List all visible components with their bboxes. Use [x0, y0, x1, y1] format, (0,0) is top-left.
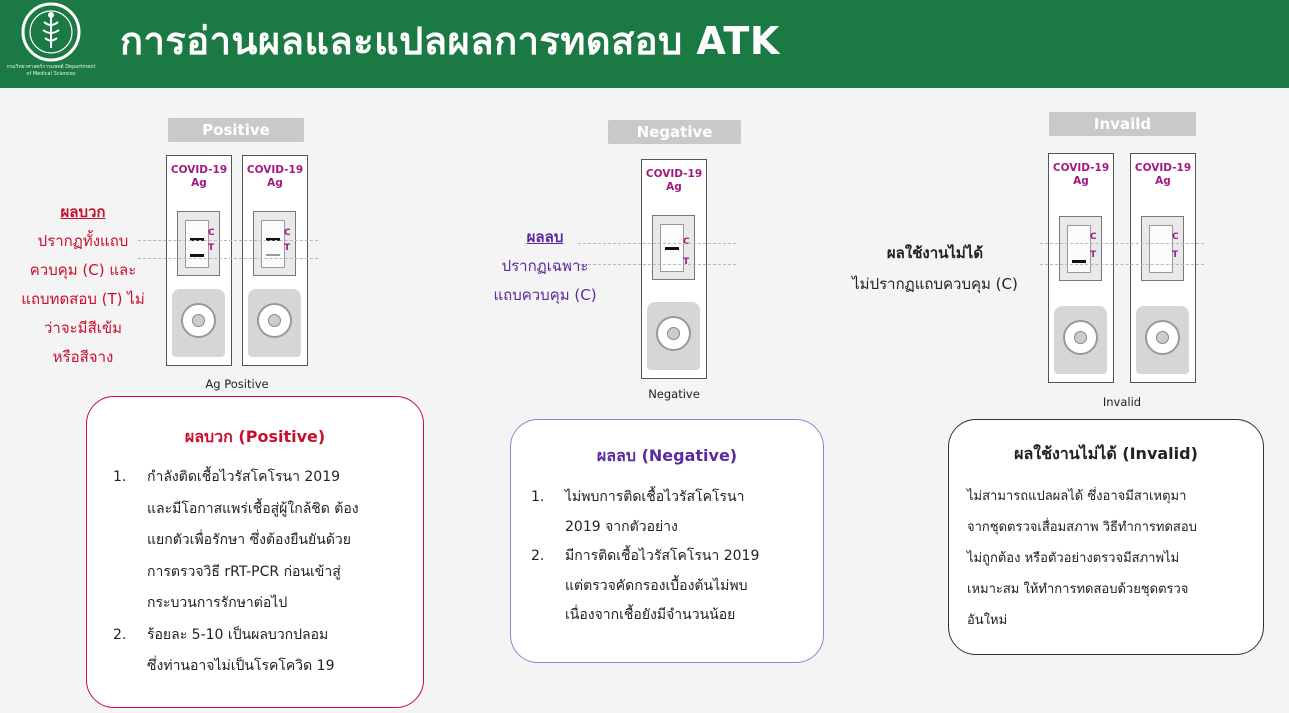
control-band: [665, 247, 679, 250]
side-line: หรือสีจาง: [52, 348, 114, 366]
side-line: ไม่ปรากฏแถบควบคุม (C): [852, 275, 1018, 293]
negative-box-title: ผลลบ (Negative): [596, 446, 738, 465]
list-item: 1. ไม่พบการติดเชื้อไวรัสโคโรนา 2019 จากต…: [531, 489, 745, 535]
side-line: ปรากฏทั้งแถบ: [37, 232, 129, 250]
test-window: C T: [177, 211, 220, 276]
invalid-box-title: ผลใช้งานไม่ได้ (Invalid): [1014, 444, 1198, 463]
t-guide-line: [1040, 264, 1204, 265]
c-guide-line: [138, 240, 318, 241]
logo-caption: กรมวิทยาศาสตร์การแพทย์ Department of Med…: [6, 64, 96, 77]
negative-caption: Negative: [648, 387, 700, 401]
sample-well: [647, 302, 700, 370]
sample-well: [1054, 306, 1107, 374]
invalid-pill: Invaild: [1049, 112, 1196, 136]
side-line: แถบควบคุม (C): [493, 286, 597, 304]
t-marker: T: [683, 257, 690, 267]
c-marker: C: [1090, 232, 1097, 242]
control-band: [266, 238, 280, 241]
t-guide-line: [138, 258, 318, 259]
positive-side-title: ผลบวก: [60, 203, 106, 221]
side-line: ว่าจะมีสีเข้ม: [43, 319, 122, 337]
test-window: C T: [652, 215, 695, 280]
list-item: 2. ร้อยละ 5-10 เป็นผลบวกปลอม ซึ่งท่านอาจ…: [113, 626, 335, 675]
invalid-side-text: ผลใช้งานไม่ได้ ไม่ปรากฏแถบควบคุม (C): [820, 238, 1050, 300]
invalid-box: ผลใช้งานไม่ได้ (Invalid) ไม่สามารถแปลผลไ…: [948, 419, 1264, 655]
test-window: C T: [253, 211, 296, 276]
positive-side-text: ผลบวก ปรากฏทั้งแถบ ควบคุม (C) และ แถบทดส…: [8, 198, 158, 372]
t-guide-line: [578, 264, 736, 265]
negative-box: ผลลบ (Negative) 1. ไม่พบการติดเชื้อไวรัส…: [510, 419, 824, 663]
list-item: 2. มีการติดเชื้อไวรัสโคโรนา 2019 แต่ตรวจ…: [531, 548, 760, 623]
c-marker: C: [1172, 232, 1179, 242]
negative-side-text: ผลลบ ปรากฏเฉพาะ แถบควบคุม (C): [470, 223, 620, 310]
c-guide-line: [1040, 243, 1204, 244]
sample-well: [172, 289, 225, 357]
c-marker: C: [683, 237, 690, 247]
negative-side-title: ผลลบ: [526, 228, 564, 246]
test-band: [190, 254, 204, 257]
page-title: การอ่านผลและแปลผลการทดสอบ ATK: [120, 19, 780, 63]
sample-well: [1136, 306, 1189, 374]
test-band: [1072, 260, 1086, 263]
c-marker: C: [284, 228, 291, 238]
test-window: C T: [1059, 216, 1102, 281]
t-marker: T: [208, 243, 215, 253]
t-marker: T: [1090, 250, 1097, 260]
c-guide-line: [578, 243, 736, 244]
faint-test-band: [266, 254, 280, 256]
header-bar: [0, 0, 1289, 88]
t-marker: T: [1172, 250, 1179, 260]
side-line: แถบทดสอบ (T) ไม่: [21, 290, 145, 308]
side-line: ปรากฏเฉพาะ: [501, 257, 589, 275]
invalid-caption: Invalid: [1102, 395, 1142, 409]
positive-caption: Ag Positive: [205, 377, 269, 391]
test-window: C T: [1141, 216, 1184, 281]
ministry-logo-icon: [21, 2, 81, 62]
c-marker: C: [208, 228, 215, 238]
positive-box-title: ผลบวก (Positive): [184, 427, 326, 446]
sample-well: [248, 289, 301, 357]
list-item: 1. กำลังติดเชื้อไวรัสโคโรนา 2019 และมีโอ…: [113, 469, 359, 611]
side-line: ควบคุม (C) และ: [29, 261, 137, 279]
positive-box: ผลบวก (Positive) 1. กำลังติดเชื้อไวรัสโค…: [86, 396, 424, 708]
t-marker: T: [284, 243, 291, 253]
control-band: [190, 238, 204, 241]
positive-pill: Positive: [168, 118, 304, 142]
invalid-side-title: ผลใช้งานไม่ได้: [886, 244, 984, 262]
negative-pill: Negative: [608, 120, 741, 144]
invalid-description: ไม่สามารถแปลผลได้ ซึ่งอาจมีสาเหตุมา จากช…: [967, 489, 1197, 628]
